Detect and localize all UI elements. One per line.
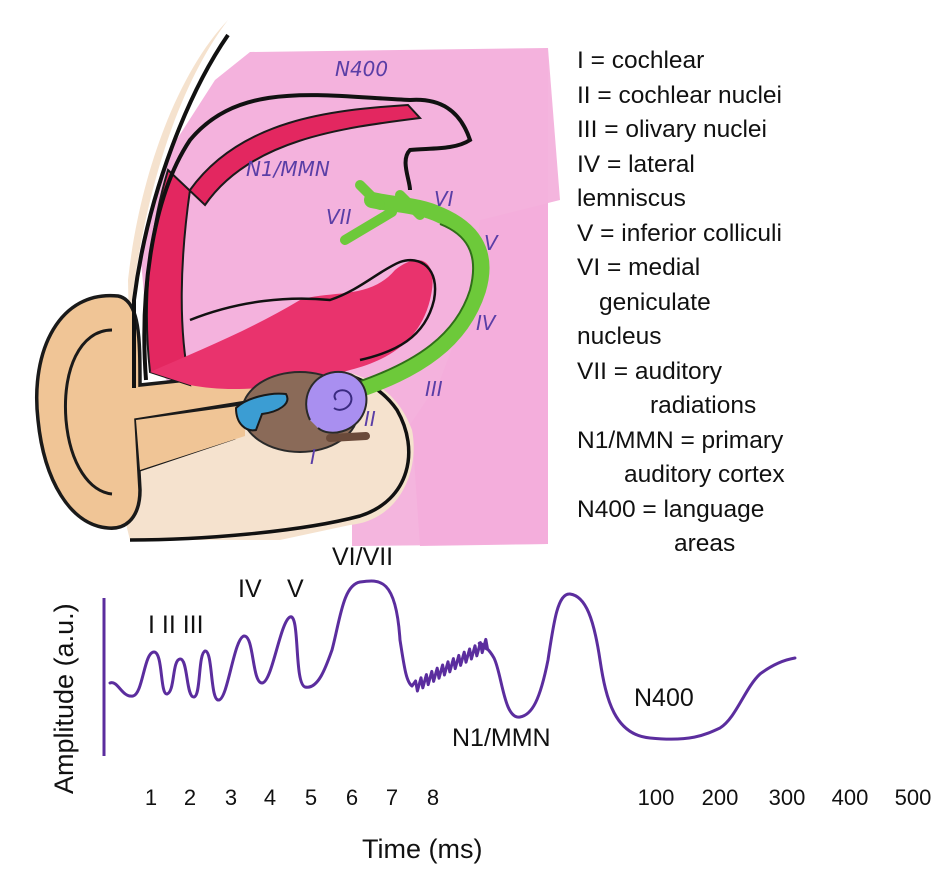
legend-line: VI = medial — [577, 254, 701, 281]
peak-label-vi-vii: VI/VII — [332, 543, 393, 571]
peak-label-i-ii-iii: I II III — [148, 611, 204, 639]
legend-line: I = cochlear — [577, 47, 705, 74]
cortex-contour-inner — [189, 259, 437, 362]
label-ii-handwritten: II — [364, 407, 376, 431]
x-tick-label: 3 — [225, 785, 237, 810]
x-tick-label: 4 — [264, 785, 276, 810]
skull-outline — [132, 33, 230, 388]
label-i-handwritten: I — [310, 445, 316, 469]
legend-line: IV = lateral — [577, 150, 695, 178]
auditory-nerve — [326, 432, 370, 442]
cortex-band — [145, 103, 423, 387]
cochlea-shape — [305, 370, 368, 434]
legend-line: V = inferior colliculi — [577, 219, 782, 247]
legend-line: nucleus — [577, 323, 662, 350]
x-tick-label: 2 — [184, 785, 196, 810]
y-axis-title: Amplitude (a.u.) — [49, 603, 79, 794]
legend-line: N1/MMN = primary — [577, 426, 784, 454]
legend-line: VII = auditory — [577, 357, 723, 385]
x-tick-label: 7 — [386, 785, 398, 810]
x-axis-ticks-ms: 1 2 3 4 5 6 7 8 — [145, 785, 439, 810]
trough-label-n1mmn: N1/MMN — [452, 724, 551, 752]
peak-label-iv: IV — [238, 575, 262, 603]
ear-inner-fold — [63, 328, 113, 496]
x-tick-label: 100 — [638, 785, 675, 810]
x-tick-label: 500 — [895, 785, 932, 810]
x-axis-ticks-long: 100 200 300 400 500 — [638, 785, 932, 810]
x-tick-label: 8 — [427, 785, 439, 810]
auditory-radiation-outline — [351, 223, 475, 385]
x-tick-label: 200 — [702, 785, 739, 810]
cortex-contour — [142, 93, 473, 381]
ear-canal-fill — [136, 405, 245, 470]
auditory-radiation-branches — [340, 180, 425, 245]
legend-line: geniculate — [599, 288, 711, 316]
peak-label-v: V — [287, 575, 304, 603]
trough-label-n400: N400 — [634, 684, 694, 712]
x-tick-label: 1 — [145, 785, 157, 810]
vestibular-canal — [234, 392, 289, 432]
legend-line: III = olivary nuclei — [577, 116, 767, 143]
x-tick-label: 6 — [346, 785, 358, 810]
label-iv-handwritten: IV — [476, 311, 497, 335]
legend-line: II = cochlear nuclei — [577, 81, 782, 109]
x-tick-label: 5 — [305, 785, 317, 810]
x-axis-title: Time (ms) — [362, 834, 482, 864]
label-iii-handwritten: III — [425, 377, 443, 401]
legend-line: radiations — [650, 392, 757, 419]
label-n1mmn-handwritten: N1/MMN — [246, 157, 330, 181]
legend-line: N400 = language — [577, 495, 765, 523]
label-vii-handwritten: VII — [326, 205, 352, 229]
waveform-plot: I II III IV V VI/VII N1/MMN N400 Amplitu… — [49, 543, 931, 864]
legend-line: areas — [674, 530, 736, 557]
label-vi-handwritten: VI — [434, 187, 454, 211]
label-v-handwritten: V — [484, 231, 499, 255]
erp-waveform — [108, 579, 797, 741]
x-tick-label: 300 — [769, 785, 806, 810]
x-tick-label: 400 — [832, 785, 869, 810]
label-n400-handwritten: N400 — [335, 57, 388, 81]
legend-line: auditory cortex — [624, 461, 785, 488]
cortex-band-lower — [150, 260, 433, 390]
brain-diagram — [35, 20, 560, 546]
diagram-labels: N400 N1/MMN VII VI V IV III II I — [246, 57, 499, 469]
legend-line: lemniscus — [577, 185, 686, 212]
cochlea-spiral — [333, 389, 353, 411]
outer-ear — [35, 293, 264, 530]
